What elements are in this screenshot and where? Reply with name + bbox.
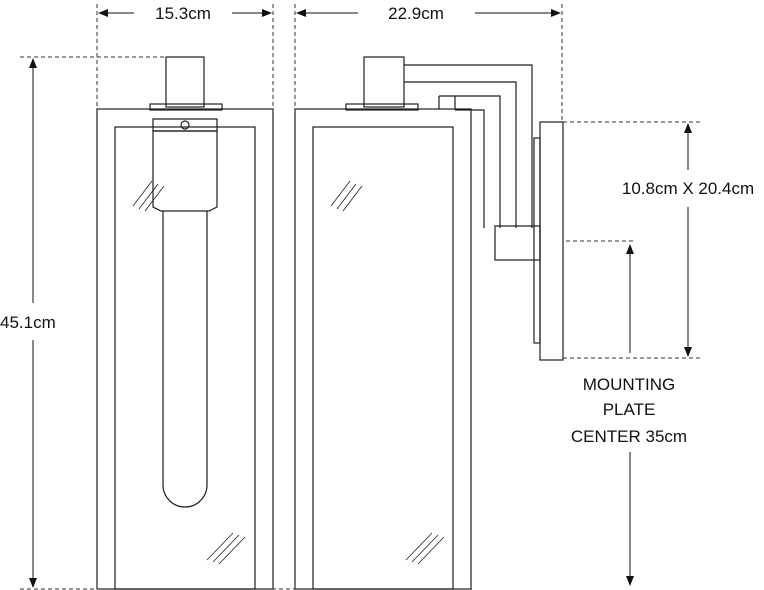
extension-lines xyxy=(20,4,700,590)
arm-lower xyxy=(438,95,501,228)
socket-screw xyxy=(180,120,190,130)
glass-reflection-bottom xyxy=(206,532,246,565)
side-glass-reflection-bottom xyxy=(405,532,445,565)
side-stem xyxy=(363,56,405,108)
front-outer-frame xyxy=(96,108,274,590)
side-outer-frame xyxy=(294,108,472,590)
side-canopy xyxy=(345,103,419,111)
plate-size-label: 10.8cm X 20.4cm xyxy=(622,179,754,198)
arm-upper xyxy=(404,64,533,228)
tube-bulb xyxy=(162,211,208,508)
side-depth-label: 22.9cm xyxy=(388,4,444,23)
socket-body xyxy=(152,130,218,212)
dimension-arrows xyxy=(29,9,692,588)
front-view xyxy=(96,56,274,590)
arm-connector-block xyxy=(494,225,541,261)
plate-center-label-line3: CENTER 35cm xyxy=(571,427,687,446)
side-glass-reflection-top xyxy=(330,180,363,212)
glass-reflection-top xyxy=(132,180,165,212)
front-width-label: 15.3cm xyxy=(155,4,211,23)
front-glass-panel xyxy=(114,126,256,590)
dimension-labels: 15.3cm 22.9cm 45.1cm 10.8cm X 20.4cm MOU… xyxy=(0,4,754,446)
front-canopy xyxy=(149,103,223,111)
mounting-plate xyxy=(539,121,564,361)
height-label: 45.1cm xyxy=(0,313,56,332)
plate-center-label-line2: PLATE xyxy=(603,400,656,419)
backplate-spacer xyxy=(533,137,541,344)
side-glass-panel xyxy=(312,126,454,590)
front-stem xyxy=(165,56,205,108)
side-view xyxy=(294,56,564,590)
plate-center-label-line1: MOUNTING xyxy=(583,375,676,394)
